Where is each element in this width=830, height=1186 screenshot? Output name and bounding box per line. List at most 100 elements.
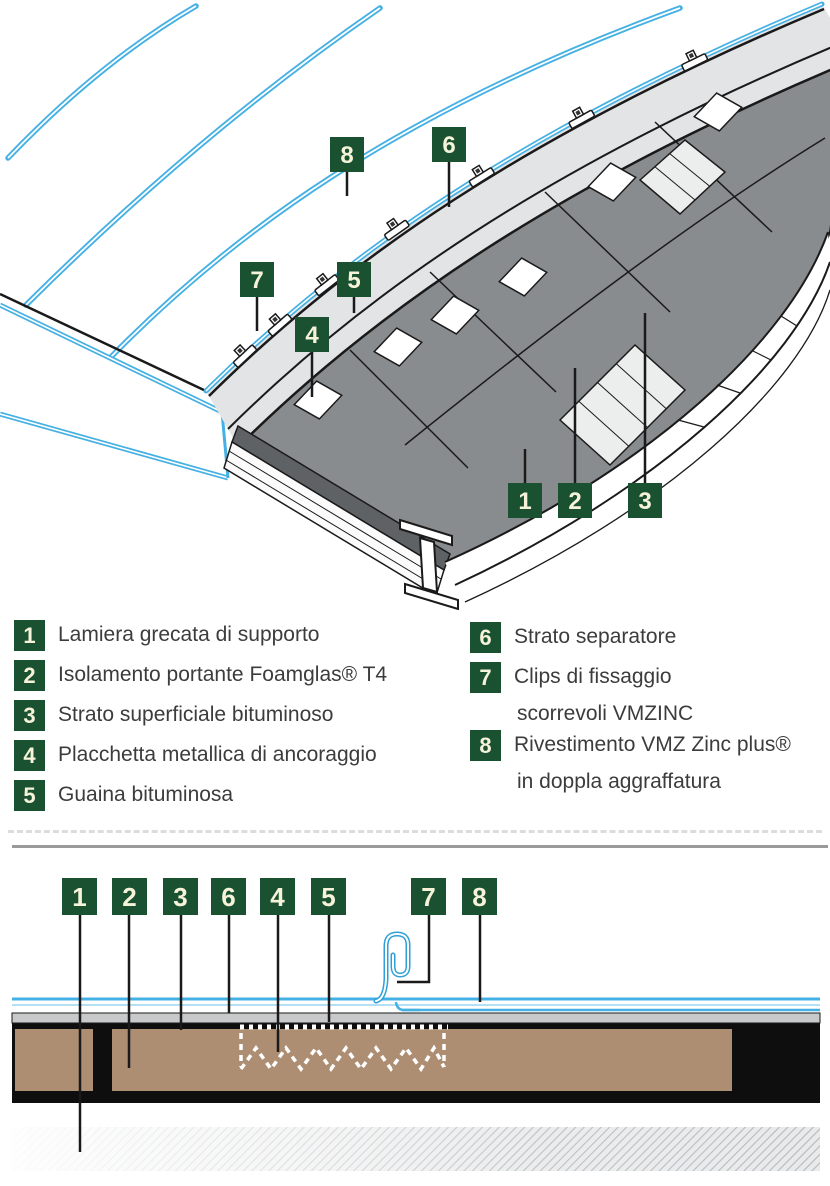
label-box-1 <box>62 878 97 915</box>
isometric-roof-diagram: 8 6 7 5 4 1 2 3 <box>0 1 830 610</box>
insulation-panel-field <box>236 68 830 564</box>
deck-rib <box>615 363 667 410</box>
panel-joint <box>429 271 557 393</box>
label-box-4 <box>295 317 329 352</box>
label-box-6 <box>211 878 246 915</box>
zinc-strip-top-edge-inner <box>0 304 223 413</box>
deck-rib <box>669 153 711 187</box>
clip-head-core <box>688 52 695 59</box>
legend-badge-7: 7 <box>470 662 501 693</box>
cross-section-diagram: 1 2 3 6 4 5 7 8 <box>11 845 828 1171</box>
legend-badge-6-number: 6 <box>479 624 492 650</box>
label-box-3 <box>163 878 198 915</box>
label-number-7: 7 <box>421 882 435 912</box>
anchor-plates <box>293 92 743 420</box>
legend-text-1: Lamiera grecata di supporto <box>58 620 320 650</box>
label-number-7: 7 <box>250 267 263 294</box>
label-box-4 <box>260 878 295 915</box>
legend-item-2: 2 Isolamento portante Foamglas® T4 <box>14 660 387 691</box>
anchor-plate-diamond <box>498 257 548 297</box>
label-number-6: 6 <box>442 132 455 159</box>
legend-badge-1: 1 <box>14 620 45 651</box>
front-cut-edge <box>223 424 451 598</box>
faint-dashed-rule <box>8 830 822 833</box>
label-box-5 <box>337 262 371 297</box>
fixing-clip <box>468 164 495 188</box>
fascia-rib <box>780 315 798 327</box>
beam-web <box>418 536 439 594</box>
panel-joint <box>349 349 469 469</box>
leader-lines <box>255 162 647 483</box>
label-number-3: 3 <box>173 882 187 912</box>
label-box-7 <box>411 878 446 915</box>
beam-bottom-flange <box>404 582 459 610</box>
legend-line-1: Isolamento portante Foamglas® T4 <box>58 663 388 686</box>
clip-head-core <box>319 276 326 283</box>
legend-badge-8-number: 8 <box>479 732 492 758</box>
label-box-1 <box>508 483 542 518</box>
seam-underlap-rise <box>394 1001 420 1012</box>
legend-item-7: 7 Clips di fissaggio scorrevoli VMZINC <box>470 662 693 729</box>
legend-badge-1-number: 1 <box>23 622 36 648</box>
leader-7 <box>397 915 431 984</box>
legend-text-6: Strato separatore <box>514 622 676 652</box>
deck-rib <box>578 400 630 447</box>
diagram-labels: 8 6 7 5 4 1 2 3 <box>240 127 662 518</box>
clip-head-core <box>475 168 481 174</box>
seam-arc-1 <box>5 3 199 161</box>
legend-text-8: Rivestimento VMZ Zinc plus® in doppla ag… <box>514 730 791 797</box>
legend-item-5: 5 Guaina bituminosa <box>14 780 233 811</box>
label-box-6 <box>432 127 466 162</box>
fascia-band <box>445 232 830 585</box>
anchor-plate-diamond <box>293 380 343 420</box>
anchor-plate-zigzag <box>239 1044 446 1073</box>
fascia-rib <box>716 384 741 394</box>
legend-line-1: Rivestimento VMZ Zinc plus® <box>514 733 791 756</box>
section-leader-lines <box>78 915 482 1152</box>
fascia-outer-curve <box>454 261 830 586</box>
eaves-fascia <box>444 231 830 603</box>
legend-line-2: in doppla aggraffatura <box>517 770 721 793</box>
fixing-clip <box>681 49 709 72</box>
legend-line-2: scorrevoli VMZINC <box>517 702 694 725</box>
clip-head-core <box>237 347 243 354</box>
legend-line-1: Strato separatore <box>514 625 677 648</box>
legend-text-2: Isolamento portante Foamglas® T4 <box>58 660 387 690</box>
legend-badge-4-number: 4 <box>23 742 36 768</box>
legend-line-1: Lamiera grecata di supporto <box>58 623 320 646</box>
seam-arc-3-inner <box>109 7 681 359</box>
seam-arc-2-inner <box>25 7 381 306</box>
legend-badge-7-number: 7 <box>479 664 492 690</box>
legend-badge-5: 5 <box>14 780 45 811</box>
legend-badge-3-number: 3 <box>23 702 36 728</box>
panel-joint <box>544 191 671 313</box>
legend-item-1: 1 Lamiera grecata di supporto <box>14 620 320 651</box>
fascia-inner-curve <box>444 231 829 563</box>
fascia-trim-curve <box>464 289 830 603</box>
fixing-clip <box>267 312 293 337</box>
anchor-plate-diamond <box>587 162 637 202</box>
deck-gap-lower <box>558 343 687 467</box>
deck-layer-line <box>225 459 439 589</box>
fixing-clip <box>384 217 410 241</box>
legend-line-1: Guaina bituminosa <box>58 783 234 806</box>
assembly-edge-line <box>0 292 207 393</box>
label-box-8 <box>330 137 364 172</box>
label-number-3: 3 <box>638 488 651 515</box>
legend-badge-2-number: 2 <box>23 662 36 688</box>
label-number-1: 1 <box>72 882 86 912</box>
deck-rib <box>654 166 696 201</box>
anchor-plate-diamond <box>373 327 423 367</box>
fixing-clips <box>232 49 709 368</box>
legend-badge-6: 6 <box>470 622 501 653</box>
legend-line-1: Placchetta metallica di ancoraggio <box>58 743 377 766</box>
anchor-plate-markers <box>239 1024 448 1073</box>
foamglas-block-main <box>112 1029 732 1091</box>
label-box-3 <box>628 483 662 518</box>
label-number-2: 2 <box>122 882 136 912</box>
clip-head-core <box>389 221 396 227</box>
section-layers <box>11 997 821 1103</box>
legend-text-5: Guaina bituminosa <box>58 780 233 810</box>
zinc-sheet-face <box>0 305 228 478</box>
